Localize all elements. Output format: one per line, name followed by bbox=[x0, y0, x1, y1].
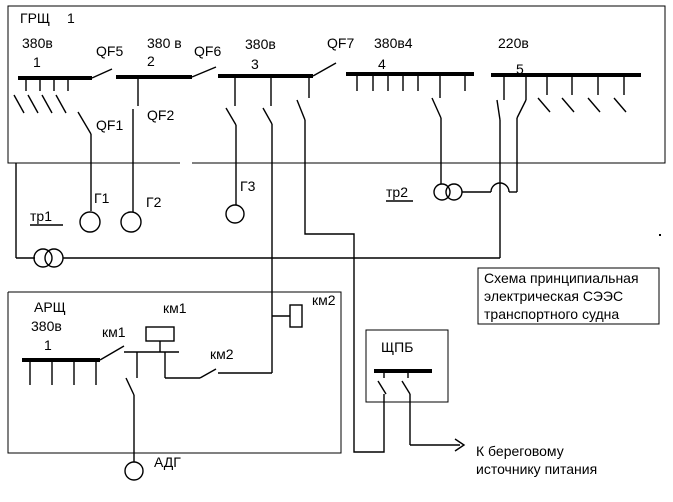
shore-board-switches bbox=[374, 369, 466, 452]
diesel-generator-symbol bbox=[124, 461, 144, 481]
emergency-board-number: 1 bbox=[44, 337, 52, 353]
generator-g2-branch bbox=[120, 109, 142, 233]
generator-g1-branch bbox=[77, 111, 101, 233]
bus-4-number: 4 bbox=[378, 56, 386, 72]
shore-source-label-line1: К береговому bbox=[476, 443, 564, 459]
km2-switch-branch bbox=[165, 368, 272, 379]
caption-line-1: Схема принципиальная bbox=[484, 270, 639, 286]
bus-1-voltage: 380в bbox=[22, 35, 53, 51]
emergency-board-title: АРЩ bbox=[34, 299, 66, 315]
km2-coil-label: км2 bbox=[312, 292, 336, 308]
emergency-board-voltage: 380в bbox=[31, 318, 62, 334]
main-board-number: 1 bbox=[67, 10, 75, 26]
diesel-generator-label: АДГ bbox=[154, 454, 181, 470]
bus-1-number: 1 bbox=[33, 54, 41, 70]
qf7-breaker bbox=[312, 62, 337, 77]
bus-5-voltage: 220в bbox=[498, 35, 529, 51]
emergency-switchboard-frame bbox=[7, 291, 342, 454]
transformer-tr1-label: тр1 bbox=[30, 208, 52, 224]
generator-g3-label: Г3 bbox=[240, 178, 256, 194]
qf6-breaker bbox=[191, 66, 217, 78]
bus-3 bbox=[218, 74, 313, 106]
generator-g3-symbol bbox=[225, 204, 245, 224]
bus-5-number: 5 bbox=[516, 61, 524, 77]
generator-g2-symbol bbox=[120, 211, 142, 233]
shore-board-title: ЩПБ bbox=[381, 339, 413, 355]
diesel-generator-branch bbox=[124, 377, 144, 481]
bus-2 bbox=[116, 75, 192, 106]
km1-contactor-coil bbox=[145, 326, 175, 342]
bus-4 bbox=[346, 72, 474, 98]
bus-3-number: 3 bbox=[251, 56, 259, 72]
km1-contactor-label: км1 bbox=[163, 300, 187, 316]
qf5-label: QF5 bbox=[96, 43, 123, 59]
qf2-label: QF2 bbox=[147, 107, 174, 123]
caption-line-2: электрическая СЭЭС bbox=[484, 288, 623, 304]
caption-box bbox=[477, 267, 660, 325]
qf7-label: QF7 bbox=[327, 35, 354, 51]
transformer-tr1 bbox=[15, 163, 501, 268]
generator-g3-branch bbox=[225, 107, 245, 224]
km1-switch-label: км1 bbox=[102, 324, 126, 340]
transformer-tr2-label: тр2 bbox=[386, 184, 408, 200]
transformer-tr2 bbox=[431, 97, 527, 201]
qf5-breaker bbox=[91, 68, 113, 79]
generator-g2-label: Г2 bbox=[146, 194, 162, 210]
qf1-label: QF1 bbox=[96, 117, 123, 133]
bus-3-voltage: 380в bbox=[245, 36, 276, 52]
km2-line-label: км2 bbox=[210, 346, 234, 362]
km2-coil-branch bbox=[272, 304, 303, 328]
bus-5 bbox=[491, 73, 641, 113]
bus-4-voltage: 380в4 bbox=[374, 35, 413, 51]
emergency-bus bbox=[22, 358, 100, 385]
bus-2-number: 2 bbox=[147, 53, 155, 69]
generator-g1-symbol bbox=[79, 211, 101, 233]
edge-dot bbox=[659, 234, 661, 236]
shore-board-frame bbox=[365, 329, 449, 403]
km2-coil bbox=[289, 304, 303, 328]
feeder-bus3-to-emergency-board bbox=[262, 107, 273, 373]
km1-switch bbox=[99, 345, 125, 361]
main-switchboard-frame bbox=[7, 5, 666, 164]
bus-5-feeder-to-tr1 bbox=[496, 99, 501, 189]
bus-2-voltage: 380 в bbox=[147, 35, 182, 51]
generator-g1-label: Г1 bbox=[94, 190, 110, 206]
qf6-label: QF6 bbox=[194, 43, 221, 59]
shore-source-label-line2: источнику питания bbox=[476, 461, 597, 477]
caption-line-3: транспортного судна bbox=[484, 306, 619, 322]
main-board-title: ГРЩ bbox=[20, 10, 50, 26]
bus-1 bbox=[13, 76, 92, 114]
feeder-bus3-to-shore-board bbox=[296, 99, 385, 453]
